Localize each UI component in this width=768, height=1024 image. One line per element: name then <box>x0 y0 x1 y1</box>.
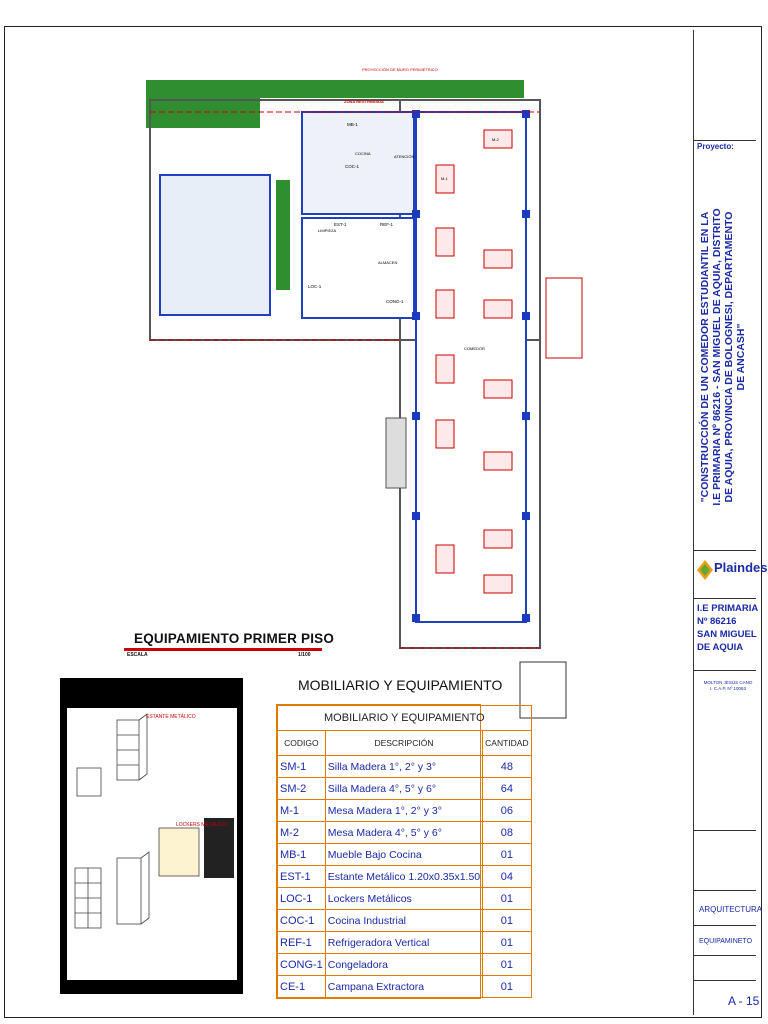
table-m2 <box>483 249 513 269</box>
locker-iso <box>116 857 142 925</box>
table-m1 <box>435 289 455 319</box>
author: MOLTON JESÚS CANO I. C.A.P. Nº 10063 <box>703 680 753 691</box>
room-label-comedor: COMEDOR <box>464 346 485 351</box>
col-descripcion: DESCRIPCIÓN <box>324 730 484 756</box>
room-label-zona: ZONA RESTRINGIDA <box>344 99 384 104</box>
kitchen-room <box>301 111 415 215</box>
company-name: Plaindes <box>714 560 768 575</box>
table-m1 <box>435 419 455 449</box>
garden-strip <box>260 80 524 98</box>
detail-drawings <box>67 708 237 980</box>
scale-value: 1/100 <box>298 652 311 658</box>
entity-name: I.E PRIMARIA Nº 86216 SAN MIGUEL DE AQUI… <box>697 603 759 653</box>
lockers-label: LOCKERS METÁLICO <box>176 822 227 828</box>
table-m1 <box>435 354 455 384</box>
project-label: Proyecto: <box>697 142 734 151</box>
estante-label: ESTANTE METÁLICO <box>146 714 196 720</box>
room-label-atencion: ATENCIÓN <box>394 154 414 159</box>
tag-mb1: MB-1 <box>347 122 358 127</box>
table-m2 <box>483 129 513 149</box>
table-m2 <box>483 574 513 594</box>
table-m2 <box>483 379 513 399</box>
specialty: ARQUITECTURA <box>699 905 763 914</box>
table-title: MOBILIARIO Y EQUIPAMIENTO <box>277 705 532 731</box>
drawing-sheet <box>4 26 762 1018</box>
tag-m1: M-1 <box>441 176 449 181</box>
table-heading: MOBILIARIO Y EQUIPAMIENTO <box>298 677 503 693</box>
table-m2 <box>483 299 513 319</box>
drawing-title: EQUIPAMIENTO PRIMER PISO <box>134 631 335 646</box>
locker-render <box>204 818 234 878</box>
table-m2 <box>483 451 513 471</box>
title-underline <box>124 648 322 651</box>
tag-est1: EST-1 <box>334 222 347 227</box>
perimeter-label: PROYECCIÓN DE MURO PERIMÉTRICO <box>362 67 438 72</box>
company-logo-icon <box>697 560 713 580</box>
col-cantidad: CANTIDAD <box>482 730 532 756</box>
project-name: "CONSTRUCCIÓN DE UN COMEDOR ESTUDIANTIL … <box>699 208 747 506</box>
room-label-cocina: COCINA <box>355 151 371 156</box>
tag-cong1: CONG-1 <box>386 299 404 304</box>
table-m1 <box>435 227 455 257</box>
table-m1 <box>435 164 455 194</box>
garden-patch <box>276 180 290 290</box>
locker-elevation <box>158 827 200 877</box>
outer-wall-east <box>399 99 541 649</box>
table-m2 <box>483 529 513 549</box>
ramp <box>385 417 407 489</box>
table-m1 <box>435 544 455 574</box>
shelf-drawings <box>74 713 234 929</box>
tag-m2: M-2 <box>492 137 500 142</box>
title-block <box>693 30 756 1015</box>
tag-loc1: LOC-1 <box>308 284 322 289</box>
sheet-number: A - 15 <box>728 994 760 1008</box>
stair-east <box>545 277 583 359</box>
storage-room <box>301 217 415 319</box>
room-label-almacen: ALMACEN <box>378 260 397 265</box>
scale-label: ESCALA <box>127 652 148 658</box>
sheet-name: EQUIPAMINETO <box>699 938 753 945</box>
tag-ref1: REF-1 <box>380 222 393 227</box>
restroom-block <box>159 174 271 316</box>
col-codigo: CODIGO <box>277 730 326 756</box>
tag-coc1: COC-1 <box>345 164 359 169</box>
shelf-plan-view <box>76 767 102 797</box>
equipment-table: MOBILIARIO Y EQUIPAMIENTO CODIGO DESCRIP… <box>276 704 532 999</box>
garden-area <box>146 80 260 128</box>
room-label-limpieza: LIMPIEZA <box>318 228 337 233</box>
